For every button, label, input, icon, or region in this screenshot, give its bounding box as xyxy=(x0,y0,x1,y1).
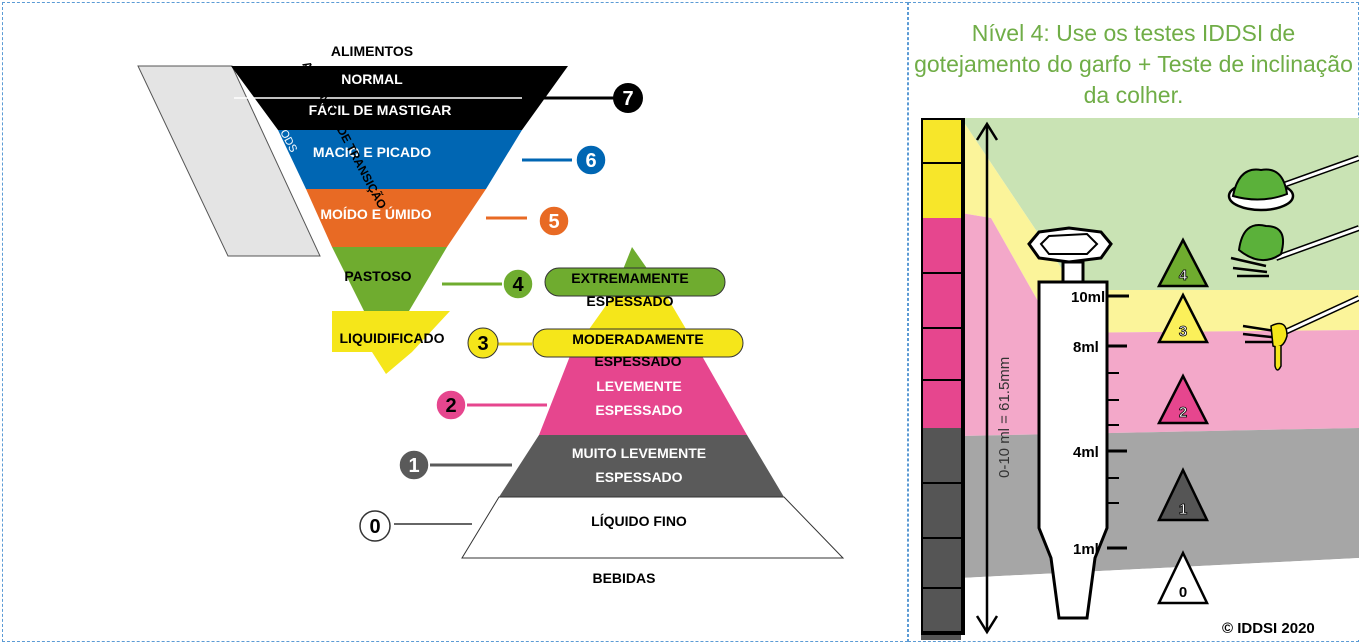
drinks-footer: BEBIDAS xyxy=(592,570,655,586)
syringe-neck xyxy=(1061,260,1085,284)
drink-level-2 xyxy=(539,356,747,435)
fork-illustration-level-4 xyxy=(1230,224,1359,278)
measure-label: 0-10 ml = 61.5mm xyxy=(996,357,1013,478)
triangle-4 xyxy=(1156,237,1210,288)
drink-1-label: MUITO LEVEMENTE xyxy=(572,445,706,461)
number-5: 5 xyxy=(548,211,559,233)
circle-2 xyxy=(435,389,467,421)
number-3: 3 xyxy=(477,333,488,355)
triangle-4-num: 4 xyxy=(1179,267,1188,284)
scale-yellow xyxy=(921,118,961,218)
scale-frame xyxy=(921,118,965,635)
food-4-label: PASTOSO xyxy=(344,268,411,284)
arrow-head-top xyxy=(975,121,999,141)
syringe-label-8: 8ml xyxy=(1073,339,1099,356)
triangle-2-num: 2 xyxy=(1179,404,1187,421)
drink-3-pill xyxy=(532,328,744,358)
circle-5 xyxy=(538,205,570,237)
band-yellow xyxy=(961,118,1359,333)
number-1: 1 xyxy=(408,455,419,477)
drink-level-1 xyxy=(499,435,784,497)
transitional-foods-band xyxy=(137,65,321,257)
flow-test-illustration: 0-10 ml = 61.5mm 10ml 8ml 4ml 1ml 4 3 2 … xyxy=(921,118,1359,640)
scale-grey xyxy=(921,428,961,640)
circle-0 xyxy=(359,510,391,542)
food-3-label: LIQUIDIFICADO xyxy=(340,330,445,346)
triangle-3-num: 3 xyxy=(1179,323,1187,340)
number-0: 0 xyxy=(369,516,380,538)
syringe-cap-inner xyxy=(1039,232,1099,255)
triangle-0 xyxy=(1157,550,1209,605)
number-7: 7 xyxy=(622,88,633,110)
spoon-illustration xyxy=(1227,155,1359,212)
triangle-1-num: 1 xyxy=(1179,501,1187,518)
drink-2-label-2: ESPESSADO xyxy=(595,402,682,418)
arrow-head-bottom xyxy=(975,615,999,635)
food-level-4 xyxy=(332,247,447,311)
drink-1-label-2: ESPESSADO xyxy=(595,469,682,485)
syringe-label-4: 4ml xyxy=(1073,444,1099,461)
triangle-1 xyxy=(1157,467,1209,522)
food-7-label: NORMAL xyxy=(341,71,403,87)
food-7-label-2: FÁCIL DE MASTIGAR xyxy=(309,102,452,118)
drink-2-label: LEVEMENTE xyxy=(596,378,682,394)
triangle-0-num: 0 xyxy=(1179,584,1187,601)
syringe-label-1: 1ml xyxy=(1073,541,1099,558)
circle-4 xyxy=(502,268,534,300)
food-level-3 xyxy=(332,311,450,374)
drink-4-label: EXTREMAMENTE xyxy=(571,270,688,286)
copyright: © IDDSI 2020 xyxy=(1222,620,1315,637)
syringe-barrel xyxy=(1037,280,1109,620)
food-6-label: MACIO E PICADO xyxy=(313,144,431,160)
syringe-label-10: 10ml xyxy=(1071,289,1105,306)
food-level-6 xyxy=(278,130,522,189)
circle-3 xyxy=(467,327,499,359)
food-5-label: MOÍDO E ÚMIDO xyxy=(320,205,431,222)
drink-4-label-2: ESPESSADO xyxy=(586,293,673,309)
triangle-3 xyxy=(1156,292,1210,344)
circle-6 xyxy=(575,144,607,176)
drink-3-label-2: ESPESSADO xyxy=(594,353,681,369)
band-grey xyxy=(961,428,1359,578)
drink-4-pill xyxy=(544,267,726,297)
framework-panel xyxy=(2,2,908,642)
scale-pink xyxy=(921,218,961,428)
drink-level-0 xyxy=(461,496,845,559)
foods-header: ALIMENTOS xyxy=(331,43,413,59)
number-6: 6 xyxy=(585,150,596,172)
circle-1 xyxy=(398,449,430,481)
food-level-5 xyxy=(306,189,486,247)
drink-0-label: LÍQUIDO FINO xyxy=(591,513,687,529)
iddsi-framework-diagram: 7 6 5 4 3 2 1 0 ALIMENTOS NORMAL FÁCIL D… xyxy=(137,43,845,586)
triangle-2 xyxy=(1156,373,1210,425)
number-2: 2 xyxy=(445,395,456,417)
circle-7 xyxy=(613,83,643,113)
fork-illustration-level-3 xyxy=(1242,295,1359,371)
number-4: 4 xyxy=(512,274,524,296)
drink-3-label: MODERADAMENTE xyxy=(572,331,703,347)
test-panel-title: Nível 4: Use os testes IDDSI de gotejame… xyxy=(914,20,1353,108)
